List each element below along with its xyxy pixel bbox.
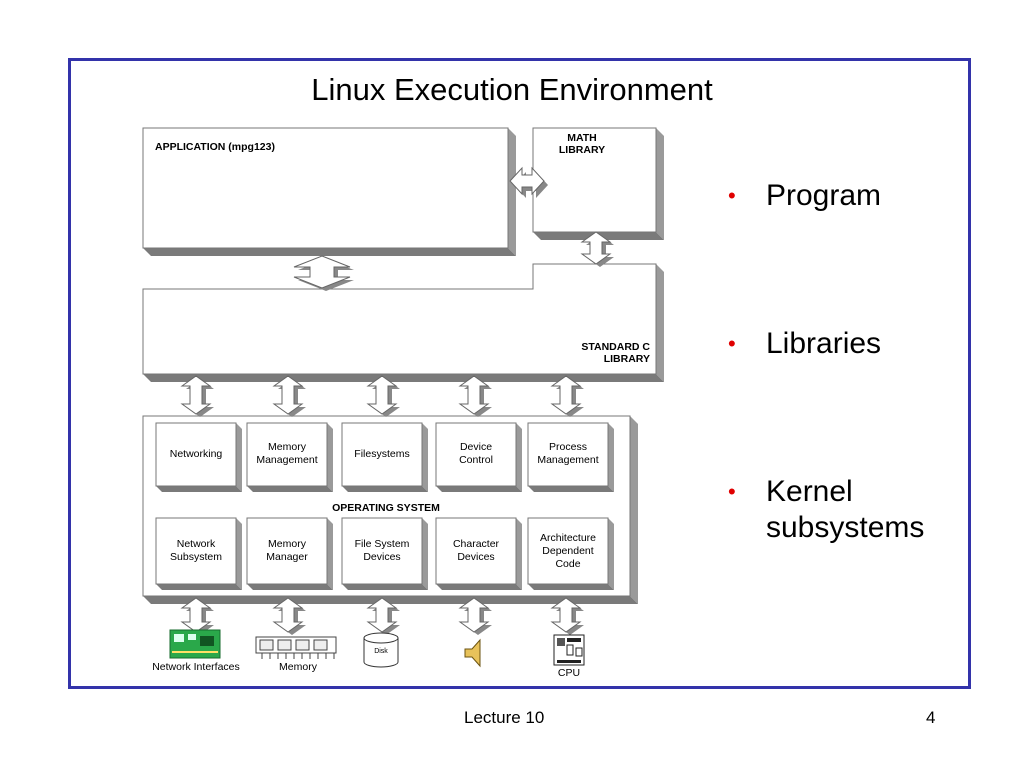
os-cell-label: Network Subsystem — [170, 538, 222, 563]
bullet-item: • Kernel subsystems — [728, 474, 966, 546]
os-cell-network-subsystem — [155, 517, 242, 590]
speaker-icon — [464, 638, 481, 668]
os-cell-label: Filesystems — [354, 447, 410, 460]
os-cell-architecture-dependent-code — [527, 517, 614, 590]
disk-label: Disk — [374, 648, 388, 655]
os-cell-label: Character Devices — [452, 538, 500, 563]
bullet-dot-icon: • — [728, 331, 736, 356]
bullet-text: Program — [766, 179, 882, 212]
os-device-arrow — [272, 597, 306, 635]
os-cell-filesystems — [341, 422, 428, 492]
os-cell-label: Device Control — [459, 441, 493, 466]
os-cells — [155, 422, 614, 590]
os-cell-label: Process Management — [537, 441, 599, 466]
bullet-item: • Libraries — [728, 326, 966, 362]
os-cell-process-management — [527, 422, 614, 492]
os-device-arrow — [458, 597, 492, 635]
stdc-os-arrow — [180, 375, 214, 417]
page-number: 4 — [926, 708, 936, 727]
os-cell-memory-manager — [246, 517, 333, 590]
app-math-arrow — [509, 166, 548, 198]
vertical-arrows — [180, 231, 614, 635]
os-cell-file-system-devices — [341, 517, 428, 590]
math-stdc-arrow — [580, 231, 614, 267]
slide-title: Linux Execution Environment — [311, 72, 713, 107]
os-cell-label: Architecture Dependent Code — [539, 531, 597, 570]
network-interfaces-device — [169, 629, 221, 659]
stdc-os-arrow — [366, 375, 400, 417]
os-cell-memory-management — [246, 422, 333, 492]
footer-lecture: Lecture 10 — [464, 708, 545, 727]
memory-device — [255, 636, 337, 659]
os-cell-label: File System Devices — [354, 538, 410, 563]
bullet-text: Libraries — [766, 327, 882, 360]
application-box — [142, 127, 516, 256]
os-cell-networking — [155, 422, 242, 492]
app-stdc-arrow — [293, 255, 354, 291]
math-library-label: MATH LIBRARY — [558, 132, 606, 156]
standard-c-library-box — [142, 263, 664, 382]
bullet-dot-icon: • — [728, 183, 736, 208]
os-cell-label: Networking — [169, 447, 223, 460]
operating-system-label: OPERATING SYSTEM — [332, 502, 440, 514]
cpu-label: CPU — [557, 667, 581, 679]
os-cell-label: Memory Manager — [266, 538, 308, 563]
os-device-arrow — [550, 597, 584, 635]
network-interfaces-label: Network Interfaces — [152, 661, 240, 673]
os-device-arrow — [366, 597, 400, 635]
standard-c-library-label: STANDARD C LIBRARY — [581, 341, 650, 365]
application-label: APPLICATION (mpg123) — [155, 141, 275, 153]
disk-icon — [363, 632, 399, 668]
bullet-dot-icon: • — [728, 479, 736, 504]
slide-frame — [68, 58, 971, 689]
memory-label: Memory — [279, 661, 317, 673]
stdc-os-arrow — [272, 375, 306, 417]
stdc-os-arrow — [458, 375, 492, 417]
os-cell-device-control — [435, 422, 522, 492]
cpu-icon — [553, 634, 585, 666]
bullet-text: Kernel subsystems — [766, 475, 925, 544]
os-cell-label: Memory Management — [256, 441, 318, 466]
os-cell-character-devices — [435, 517, 522, 590]
bullet-item: • Program — [728, 178, 966, 214]
stdc-os-arrow — [550, 375, 584, 417]
